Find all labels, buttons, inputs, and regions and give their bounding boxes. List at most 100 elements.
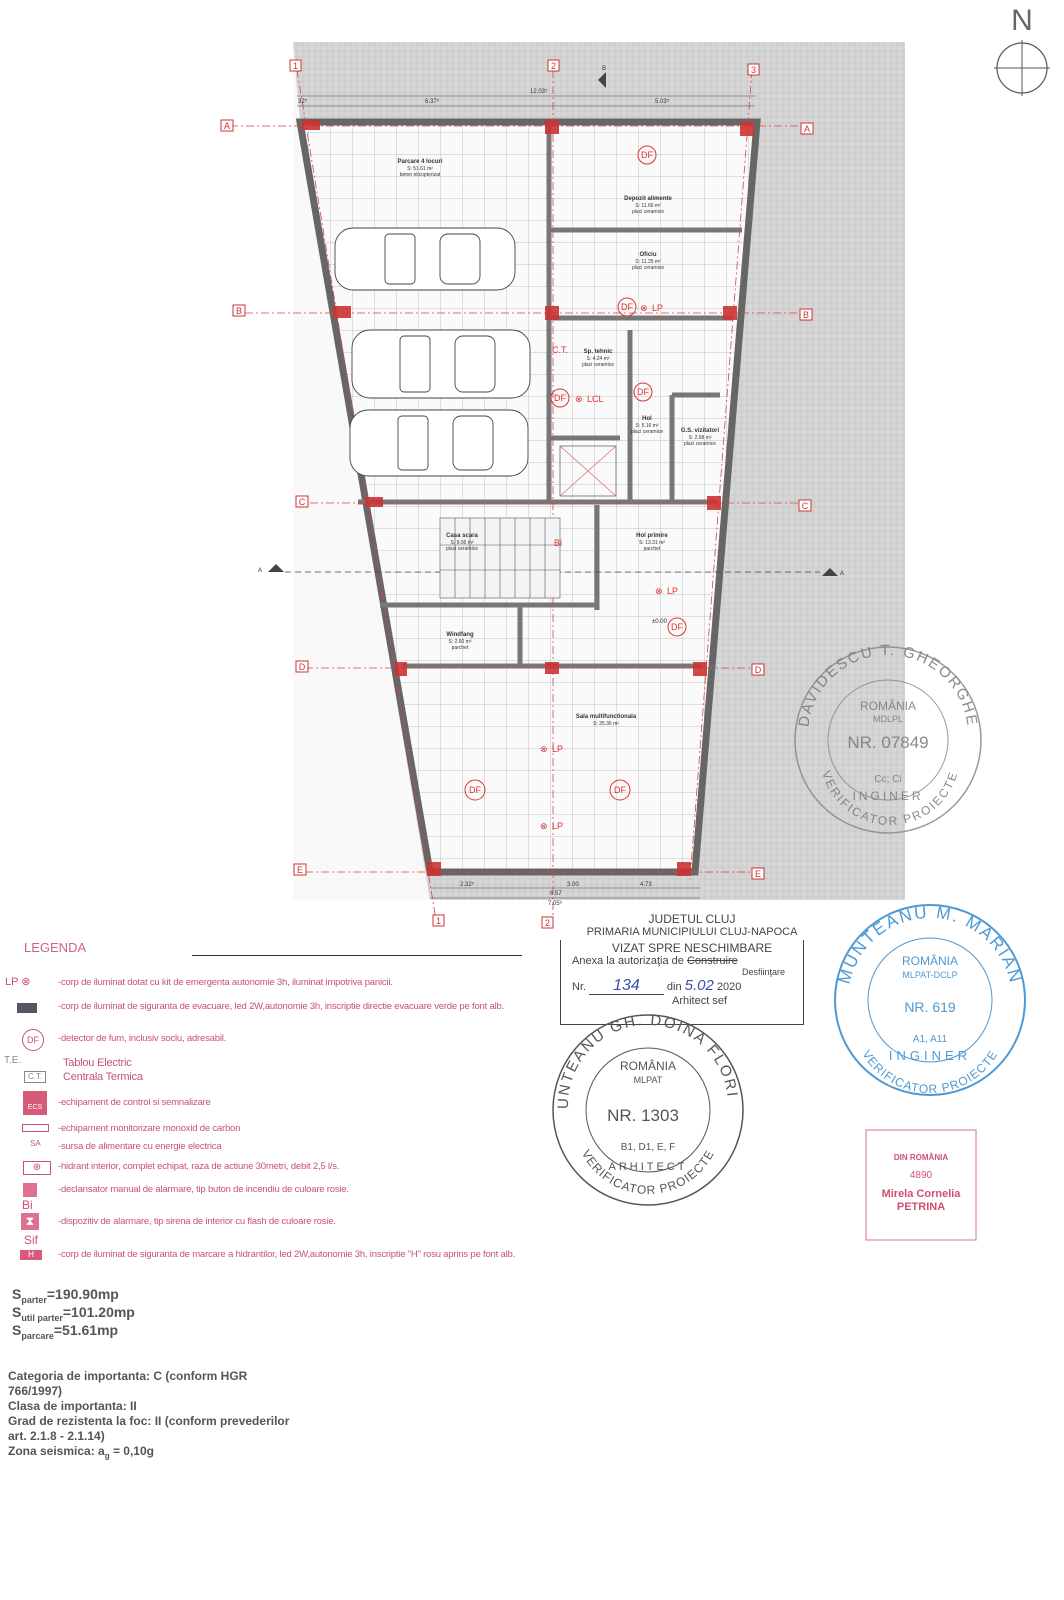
smoke-detector-labels: DF DF DF DF DF DF DF bbox=[469, 150, 683, 795]
legend-item: Centrala Termica bbox=[63, 1071, 143, 1083]
svg-text:DF: DF bbox=[621, 302, 633, 312]
svg-text:parchet: parchet bbox=[452, 645, 469, 651]
svg-text:S: 2.60 m²: S: 2.60 m² bbox=[448, 639, 471, 645]
electric-panel-icon: T.E. bbox=[4, 1055, 22, 1066]
svg-text:±0.00: ±0.00 bbox=[652, 619, 668, 625]
svg-text:S: 11.66 m²: S: 11.66 m² bbox=[635, 203, 661, 209]
svg-text:DF: DF bbox=[469, 785, 481, 795]
dim-edge: 32⁵ bbox=[298, 98, 308, 105]
svg-text:2: 2 bbox=[551, 61, 556, 71]
svg-text:LCL: LCL bbox=[587, 394, 604, 404]
svg-text:D: D bbox=[755, 665, 762, 675]
svg-text:Windfang: Windfang bbox=[446, 632, 474, 638]
svg-text:DF: DF bbox=[554, 393, 566, 403]
svg-text:LP: LP bbox=[552, 821, 563, 831]
visa-block: JUDETUL CLUJ PRIMARIA MUNICIPIULUI CLUJ-… bbox=[572, 912, 798, 1007]
legend-item: -echipament de control si semnalizare bbox=[58, 1097, 211, 1108]
legend-item: -sursa de alimentare cu energie electric… bbox=[58, 1141, 222, 1152]
surface-parter: Sparter=190.90mp bbox=[12, 1286, 119, 1305]
north-label: N bbox=[1011, 4, 1033, 37]
svg-text:placi ceramice: placi ceramice bbox=[684, 441, 716, 447]
svg-text:placi ceramice: placi ceramice bbox=[631, 429, 663, 435]
dim-bottom-1: 2.32⁵ bbox=[460, 881, 475, 888]
svg-text:Oficiu: Oficiu bbox=[639, 252, 656, 258]
legend-item: -declansator manual de alarmare, tip but… bbox=[58, 1184, 349, 1195]
legend-item: -dispozitiv de alarmare, tip sirena de i… bbox=[58, 1216, 336, 1227]
svg-text:S: 9.06 m²: S: 9.06 m² bbox=[450, 540, 473, 546]
legend-title: LEGENDA bbox=[24, 940, 87, 955]
section-markers: B A A bbox=[258, 66, 844, 577]
building-notes: Categoria de importanta: C (conform HGR … bbox=[8, 1369, 290, 1461]
svg-text:Sp. tehnic: Sp. tehnic bbox=[584, 349, 613, 355]
svg-text:C.T.: C.T. bbox=[552, 345, 568, 355]
power-supply-icon: SA bbox=[30, 1139, 41, 1148]
legend-item: -corp de iluminat de siguranta de evacua… bbox=[58, 1001, 505, 1012]
dim-bottom-2: 3.00 bbox=[567, 882, 579, 888]
svg-text:B: B bbox=[803, 310, 809, 320]
surface-util-parter: Sutil parter=101.20mp bbox=[12, 1304, 135, 1323]
co-monitor-icon bbox=[22, 1124, 49, 1132]
svg-text:E: E bbox=[755, 869, 761, 879]
svg-text:D: D bbox=[299, 662, 306, 672]
svg-text:LP: LP bbox=[667, 586, 678, 596]
emergency-light-icon: LP ⊗ bbox=[5, 976, 31, 988]
svg-text:DF: DF bbox=[641, 150, 653, 160]
control-panel-icon: ECS bbox=[23, 1091, 47, 1115]
svg-text:⊗: ⊗ bbox=[540, 744, 548, 754]
svg-text:C: C bbox=[802, 501, 809, 511]
legend-item: -echipament monitorizare monoxid de carb… bbox=[58, 1123, 241, 1134]
svg-text:DF: DF bbox=[671, 622, 683, 632]
dim-bottom-5: 7.05⁵ bbox=[548, 900, 563, 907]
svg-text:Depozit alimente: Depozit alimente bbox=[624, 196, 672, 202]
legend-item: Tablou Electric bbox=[63, 1057, 132, 1069]
interior-walls bbox=[358, 122, 742, 669]
svg-text:1: 1 bbox=[436, 916, 441, 926]
legend-item: -corp de iluminat de siguranta de marcar… bbox=[58, 1249, 516, 1260]
svg-text:DF: DF bbox=[614, 785, 626, 795]
svg-text:placi ceramice: placi ceramice bbox=[632, 265, 664, 271]
dim-bottom-4: 6.57 bbox=[550, 891, 562, 897]
dimension-lines bbox=[297, 95, 755, 899]
hydrant-icon: ⊕ bbox=[23, 1161, 51, 1175]
svg-text:LP: LP bbox=[552, 744, 563, 754]
svg-text:LP: LP bbox=[652, 303, 663, 313]
svg-text:S: 5.16 m²: S: 5.16 m² bbox=[635, 423, 658, 429]
svg-text:B: B bbox=[236, 306, 242, 316]
emergency-lights: ⊗LP ⊗LP ⊗LP ⊗LP ⊗LCL C.T. Bi ±0.00 bbox=[540, 303, 678, 831]
elevator-shaft bbox=[559, 445, 617, 497]
dim-left: 6.37⁵ bbox=[425, 98, 440, 105]
svg-text:G.S. vizitatori: G.S. vizitatori bbox=[681, 428, 720, 434]
svg-text:A: A bbox=[258, 568, 262, 574]
legend-divider bbox=[192, 955, 522, 956]
svg-text:S: 11.25 m²: S: 11.25 m² bbox=[635, 259, 661, 265]
svg-text:C: C bbox=[299, 497, 306, 507]
siren-icon: ⧗ bbox=[21, 1213, 39, 1230]
svg-text:A: A bbox=[224, 121, 230, 131]
grid-axes bbox=[230, 69, 805, 921]
dim-right: 5.03⁵ bbox=[655, 98, 670, 105]
siren-label: Bi bbox=[22, 1198, 33, 1212]
svg-text:⊗: ⊗ bbox=[640, 303, 648, 313]
svg-text:S: 35.36 m²: S: 35.36 m² bbox=[593, 721, 619, 727]
svg-text:S: 2.68 m²: S: 2.68 m² bbox=[688, 435, 711, 441]
svg-text:1: 1 bbox=[293, 61, 298, 71]
north-arrow-icon: N bbox=[994, 4, 1050, 96]
axis-labels: 1 2 3 1 2 A A B B C C D D E E bbox=[220, 59, 814, 929]
svg-text:DF: DF bbox=[637, 387, 649, 397]
svg-text:beton elicopterizat: beton elicopterizat bbox=[400, 172, 441, 178]
boiler-icon: C.T. bbox=[24, 1071, 47, 1083]
exit-sign-icon bbox=[17, 1003, 37, 1013]
svg-text:E: E bbox=[297, 865, 303, 875]
svg-text:A: A bbox=[840, 571, 844, 577]
